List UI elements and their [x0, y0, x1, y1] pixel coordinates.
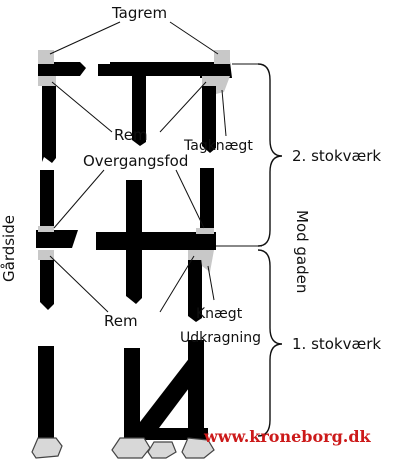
- label-udkragning: Udkragning: [180, 330, 261, 346]
- website-watermark: www.kroneborg.dk: [203, 427, 372, 446]
- mid-center-cross-horizontal: [96, 232, 196, 250]
- label-knaegt: Knægt: [196, 306, 243, 322]
- upper-center-post: [132, 76, 146, 146]
- ground-middle-post: [124, 348, 140, 440]
- joint-rem-right-mid: [196, 228, 214, 234]
- label-gaardside: Gårdside: [0, 215, 18, 282]
- label-tagknaegt: Tagknægt: [183, 138, 253, 154]
- stone-right: [181, 437, 215, 459]
- leader-overgangsfod-left: [53, 169, 105, 229]
- upper-center-beam: [110, 62, 210, 76]
- stone-left: [31, 437, 63, 459]
- label-rem-upper: Rem: [114, 126, 148, 144]
- leader-knaegt: [207, 265, 215, 301]
- upper-right-top: [200, 62, 232, 78]
- leader-lines: [49, 21, 262, 313]
- storey-braces: [257, 63, 283, 437]
- mid-right-knot: [196, 232, 216, 250]
- label-mod-gaden: Mod gaden: [293, 210, 311, 293]
- leader-rem-upper-right: [159, 81, 207, 133]
- label-rem-lower: Rem: [104, 312, 138, 330]
- timber-frame: [36, 62, 232, 440]
- joint-knaegt: [200, 250, 214, 272]
- ground-sill: [124, 428, 208, 440]
- label-tagrem: Tagrem: [111, 4, 167, 22]
- lower-right-post: [188, 260, 202, 322]
- stone-middle-2: [147, 441, 177, 459]
- upper-left-post: [42, 70, 56, 163]
- lower-left-post: [40, 250, 54, 310]
- joint-rem-right-upper: [202, 76, 216, 86]
- leader-rem-lower-right: [159, 255, 195, 313]
- joint-tagrem-right: [214, 50, 230, 64]
- label-2-stokvaerk: 2. stokværk: [292, 147, 381, 165]
- ground-diagonal-brace: [140, 352, 198, 440]
- leader-tagknaegt: [221, 89, 227, 137]
- leader-rem-lower-left: [49, 255, 109, 313]
- leader-overgangsfod-right: [175, 169, 205, 229]
- joint-rem-left-mid: [38, 226, 54, 232]
- leader-rem-upper-left: [51, 81, 113, 133]
- mid-right-post: [200, 168, 214, 234]
- label-1-stokvaerk: 1. stokværk: [292, 335, 381, 353]
- stone-middle: [111, 437, 151, 459]
- brace-1-stokvaerk: [257, 249, 283, 437]
- joint-rem-left-upper: [38, 76, 56, 86]
- label-overgangsfod: Overgangsfod: [83, 152, 188, 170]
- mid-left-rem: [36, 230, 78, 248]
- leader-tagrem-left: [49, 21, 121, 55]
- joint-tagknaegt: [216, 76, 230, 94]
- ground-right-post: [188, 340, 204, 440]
- joint-rem-right-lower: [188, 250, 202, 260]
- brace-2-stokvaerk: [257, 63, 283, 247]
- leader-tagrem-right: [169, 21, 219, 55]
- ground-left-post: [38, 346, 54, 438]
- foundation-stones: [31, 437, 215, 459]
- upper-left-rem: [38, 62, 86, 76]
- joint-tagrem-left: [38, 50, 54, 64]
- joint-rem-left-lower: [38, 250, 54, 260]
- mid-left-post: [40, 170, 54, 232]
